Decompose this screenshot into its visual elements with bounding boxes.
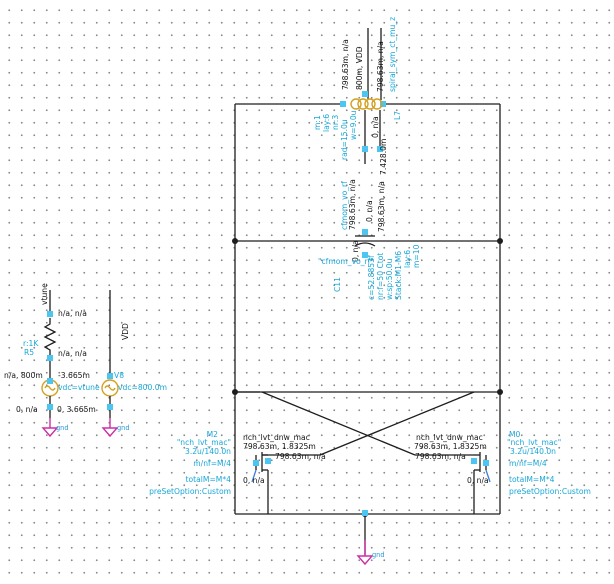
- m0-total-label: totalM=M*4: [509, 475, 555, 484]
- capacitor-nf: nr:f=50 Ctot: [376, 253, 385, 300]
- m2-total-label: totalM=M*4: [186, 475, 232, 484]
- capacitor-dc-below: 0, n/a: [351, 240, 360, 262]
- inductor-cell-name: spiral_sym_ct_mu_z: [388, 17, 397, 92]
- vtune-bottom-right: 0, 3.665m: [57, 405, 96, 414]
- m0-vals1-label: 798.63m, 1.8325m: [414, 442, 487, 451]
- mosfet-m2[interactable]: [251, 452, 271, 514]
- capacitor-dc-right: 798.63m, n/a: [377, 181, 386, 232]
- capacitor-cell-label: cfmom_vo_rf: [340, 181, 349, 230]
- resistor-zigzag-icon: [43, 318, 57, 355]
- nmos-transistor-icon: [251, 452, 269, 514]
- m2-mnf-label: m/nf=M/4: [193, 459, 231, 468]
- inductor-sig-node-label: 798.63m, n/a: [341, 39, 350, 90]
- m0-bias-label: 0, n/a: [467, 476, 489, 485]
- m2-preset-label: preSetOption:Custom: [149, 487, 231, 496]
- capacitor-width: w:sp:50.0u: [385, 258, 394, 300]
- vdd-gnd-label: gnd: [117, 424, 130, 432]
- capacitor-c11[interactable]: [354, 229, 376, 258]
- vtune-source-right: -3.665m: [58, 371, 90, 380]
- vtune-vdc-label: vdc=vtune: [58, 383, 100, 392]
- capacitor-instance-label: C11: [333, 277, 342, 292]
- inductor-left-bias: 0, n/a: [365, 200, 374, 222]
- inductor-right-val: 7.428.0m: [379, 139, 388, 175]
- capacitor-dc-left: 798.63m, n/a: [348, 179, 357, 230]
- inductor-right-bias: 0, n/a: [371, 116, 380, 138]
- m2-instance-label: M2: [207, 430, 219, 439]
- inductor-lay-param: lay:6: [322, 114, 331, 132]
- capacitor-stack: Stack:M1-M6: [394, 251, 403, 300]
- inductor-rad-param: rad=15.0u: [340, 119, 349, 160]
- nmos-transistor-icon: [473, 452, 491, 514]
- m2-size-label: 3.2u/140.0n: [185, 447, 231, 456]
- junction-dot: [497, 238, 503, 244]
- resistor-instance-label: R5: [24, 348, 34, 357]
- capacitor-m: m=10: [412, 244, 421, 268]
- m2-bias-label: 0, n/a: [243, 476, 265, 485]
- resistor-bottom-label: n/a, n/a: [58, 349, 87, 358]
- vdd-vdc-label: vdc=800.0m: [118, 383, 167, 392]
- inductor-l7[interactable]: [340, 91, 386, 152]
- m2-cell-label: nch_lvt_dnw_mac: [243, 433, 310, 442]
- vdd-instance-label: V8: [114, 371, 124, 380]
- inductor-instance-label: L7: [393, 111, 402, 120]
- inductor-nr-param: nr:3: [331, 115, 340, 130]
- vtune-bottom-left: 0, n/a: [16, 405, 38, 414]
- m0-cell-label: nch_lvt_dnw_mac: [416, 433, 483, 442]
- m0-size-label: 3.2u/140.0n: [510, 447, 556, 456]
- junction-dot: [232, 389, 238, 395]
- capacitor-value: c=52.8853f: [367, 255, 376, 300]
- vtune-top-label: n/a, n/a: [58, 309, 87, 318]
- m2-model-label: "nch_lvt_mac": [177, 438, 231, 447]
- ground-symbol-icon: [101, 418, 119, 438]
- m0-instance-label: M0: [509, 430, 521, 439]
- m0-model-label: "nch_lvt_mac": [507, 438, 561, 447]
- main-gnd-label: gnd: [372, 551, 385, 559]
- vdd-branch[interactable]: [101, 290, 119, 438]
- capacitor-instance-name: "cfmom_vo_rf": [318, 257, 374, 266]
- inductor-net-vdd-label: 800m, VDD: [355, 46, 364, 90]
- m2-vals1-label: 798.63m, 1.8325m: [243, 442, 316, 451]
- wires: [234, 28, 501, 555]
- mosfet-m0[interactable]: [471, 452, 491, 514]
- ground-symbol-icon: [41, 418, 59, 438]
- capacitor-lay: lay:6: [403, 250, 412, 268]
- m0-preset-label: preSetOption:Custom: [509, 487, 591, 496]
- vtune-branch[interactable]: [41, 290, 59, 438]
- ground-symbol-icon: [356, 510, 374, 566]
- inductor-top-label: 798.63m, n/a: [376, 41, 385, 92]
- vtune-source-left: n/a, 800m: [4, 371, 43, 380]
- resistor-name-label: r:1K: [23, 339, 39, 348]
- inductor-coil-icon: [350, 98, 383, 110]
- inductor-m-param: m:1: [313, 115, 322, 130]
- m0-mnf-label: m/nf=M/4: [509, 459, 547, 468]
- m0-vals2-label: 798.63m, n/a: [415, 452, 466, 461]
- junction-dot: [232, 238, 238, 244]
- inductor-w-param: w=9.0u: [349, 110, 358, 140]
- vtune-gnd-label: gnd: [56, 424, 69, 432]
- vdd-net-label: VDD: [121, 323, 130, 340]
- m2-vals2-label: 798.63m, n/a: [275, 452, 326, 461]
- vtune-net-label: vtune: [40, 283, 49, 305]
- junction-dot: [497, 389, 503, 395]
